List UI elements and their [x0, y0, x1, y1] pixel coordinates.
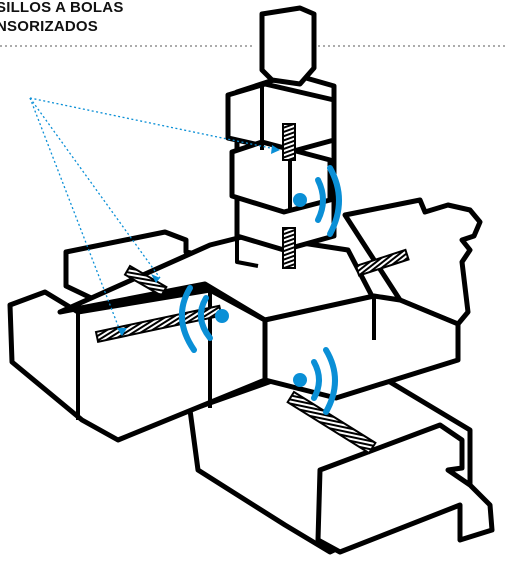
leader-lines: [29, 97, 281, 337]
front-end-block: [315, 422, 495, 555]
edge-lines: [76, 84, 376, 420]
motor-mount: [259, 5, 317, 87]
diagram-title: SILLOS A BOLAS NSORIZADOS: [0, 0, 124, 36]
leader-arrowhead: [271, 145, 280, 154]
leader-arrowhead: [151, 274, 160, 283]
spindle-head: [225, 81, 337, 155]
leader-arrowhead: [117, 328, 127, 336]
rear-frame: [342, 197, 483, 327]
wireless-sensor-icon: [293, 347, 338, 415]
right-carriage: [262, 293, 461, 401]
wireless-sensor-icon: [178, 285, 229, 353]
title-line-2: NSORIZADOS: [0, 18, 99, 35]
wireless-sensor-icon: [293, 165, 342, 237]
title-line-1: SILLOS A BOLAS: [0, 0, 124, 16]
